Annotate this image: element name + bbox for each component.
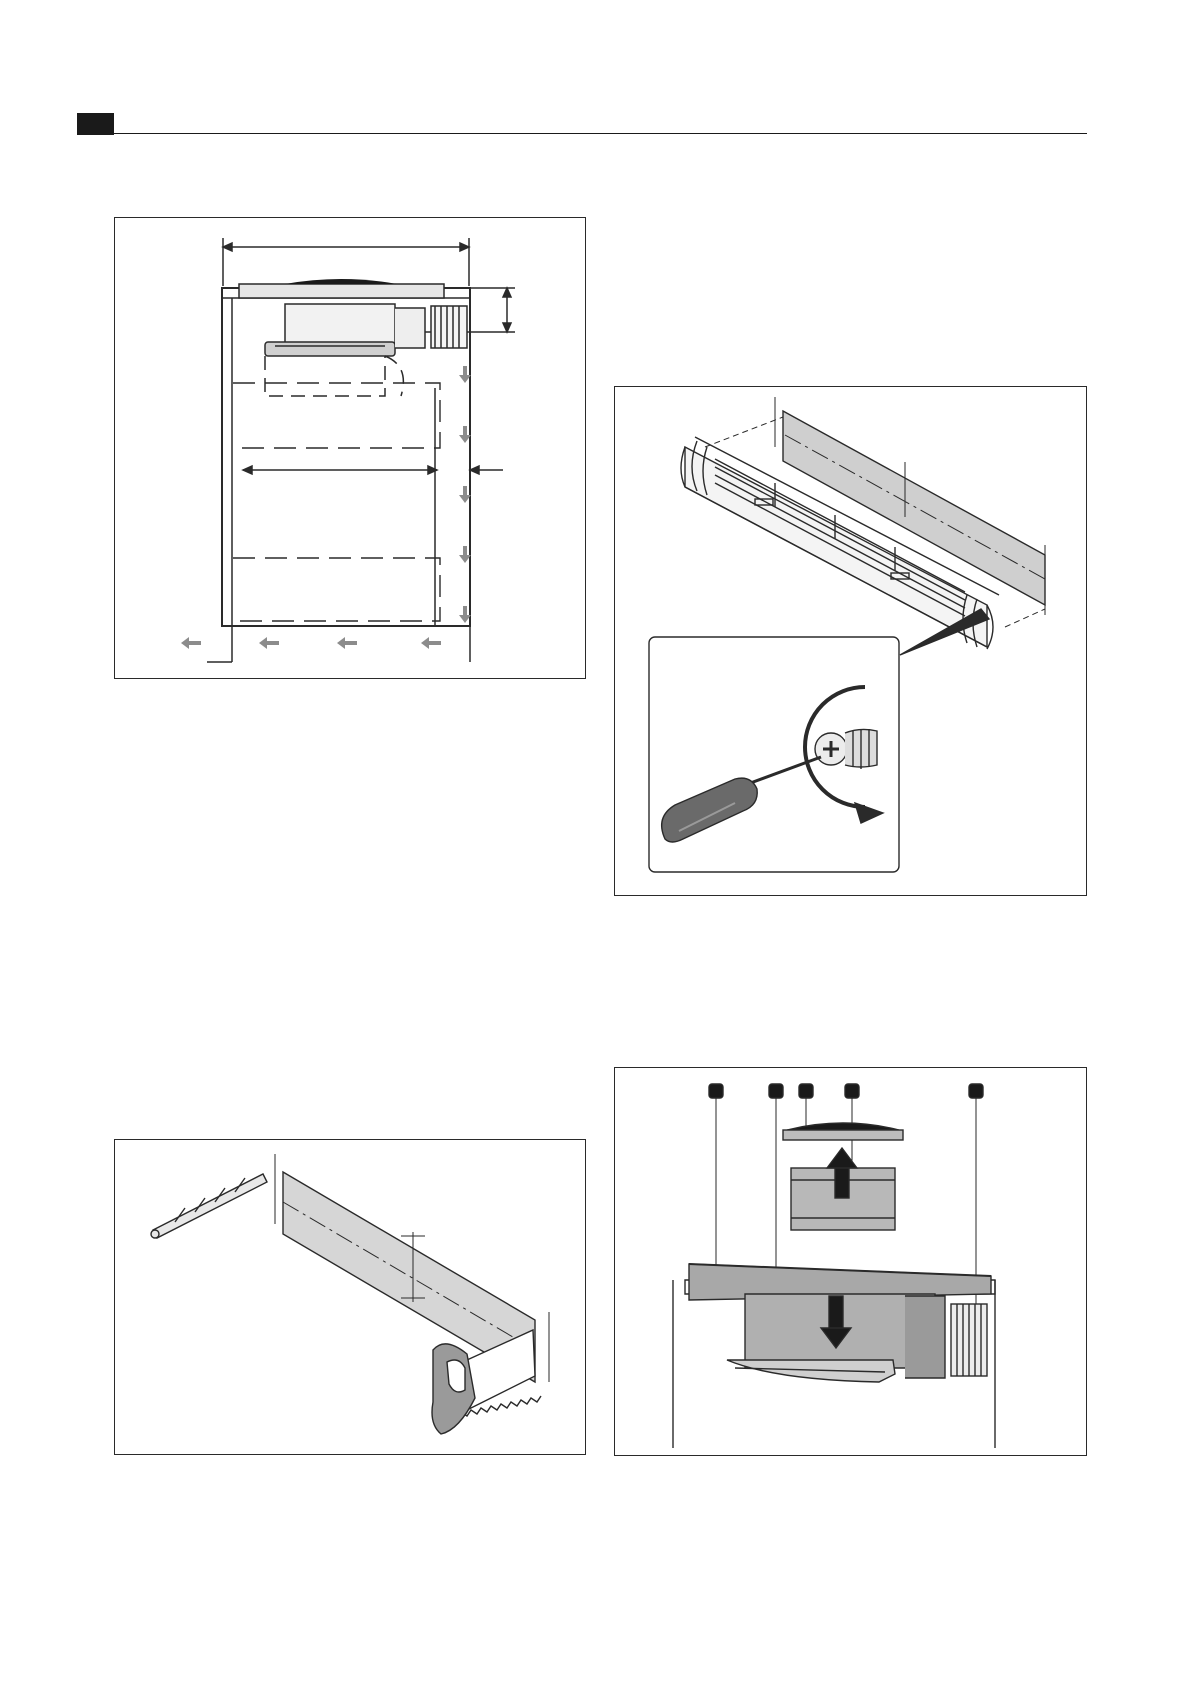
drill-and-saw-drawing [115,1140,587,1456]
airflow-arrow-left [421,637,441,649]
fan-installation-drawing [615,1068,1088,1457]
extractor-frame [783,1130,903,1140]
dimension-arrow-right [460,243,469,251]
figure-cable-channel [614,386,1087,896]
cable-channel-drawing [615,387,1088,897]
airflow-arrow-left [181,637,201,649]
filter-tray [265,342,395,356]
figure-drill-and-saw [114,1139,586,1455]
airflow-arrow-left [259,637,279,649]
screw-icon [815,729,877,769]
header-rule [77,133,1087,134]
fan-housing [285,304,395,346]
cooktop-extractor-grille [285,279,397,284]
callout-badge [799,1084,813,1098]
callout-badge [969,1084,983,1098]
extractor-grille [787,1123,899,1130]
airflow-arrows [181,366,471,649]
bellows-duct [951,1304,987,1376]
callout-badge [709,1084,723,1098]
dashed-alternate-position [265,356,403,396]
cooktop-glass [239,284,444,298]
dimension-arrow-left [223,243,232,251]
drill-bit-icon [151,1174,267,1238]
callout-badge [845,1084,859,1098]
bellows-duct [431,306,467,348]
section-badge [77,113,114,135]
airflow-arrow-left [337,637,357,649]
figure-cabinet-section [114,217,586,679]
cabinet-section-drawing [115,218,587,680]
figure-fan-installation [614,1067,1087,1456]
dashed-drawers [233,383,440,621]
callout-badge [769,1084,783,1098]
